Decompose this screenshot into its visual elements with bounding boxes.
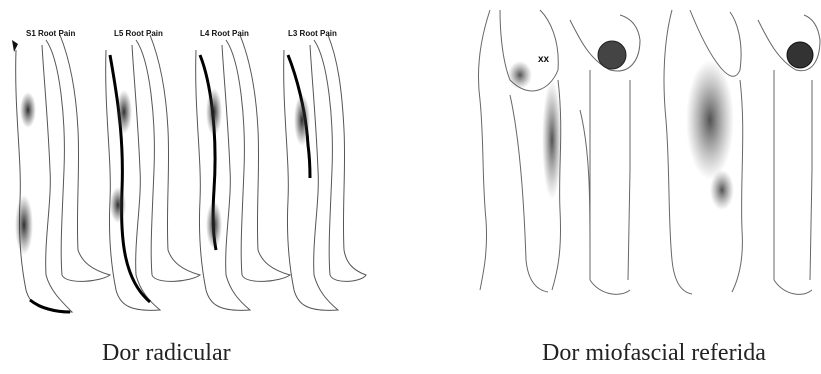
myofascial-figures-drawing: xx [440,0,821,330]
myofascial-pain-illustration: xx [440,0,821,330]
leg-l5 [106,35,200,310]
label-l4: L4 Root Pain [200,29,249,38]
figure-pelvis-skeleton-1 [570,15,640,294]
leg-l4 [196,35,290,310]
label-l3: L3 Root Pain [288,29,337,38]
radicular-pain-illustration: S1 Root Pain L5 Root Pain L4 Root Pain L… [0,0,400,330]
radicular-legs-drawing: S1 Root Pain L5 Root Pain L4 Root Pain L… [0,0,400,330]
figure-gluteal-rear-2 [664,10,743,294]
caption-myofascial-referred-pain: Dor miofascial referida [542,340,766,367]
figure-pelvis-skeleton-2 [758,15,820,294]
caption-radicular-pain: Dor radicular [102,340,231,367]
svg-text:xx: xx [538,54,550,65]
leg-s1 [12,35,110,312]
leg-l3 [284,35,366,310]
figure-gluteal-rear: xx [478,10,562,292]
label-l5: L5 Root Pain [114,29,163,38]
label-s1: S1 Root Pain [26,29,75,38]
